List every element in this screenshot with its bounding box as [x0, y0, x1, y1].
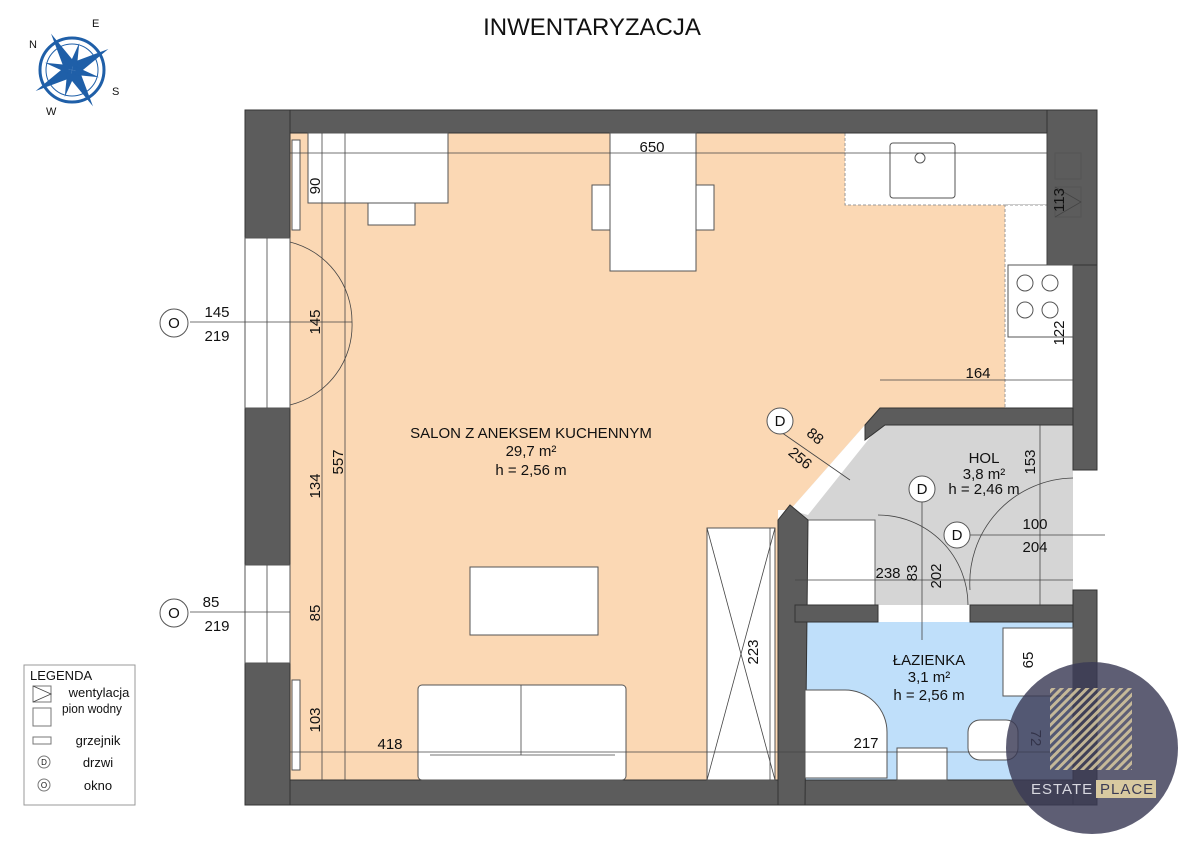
- svg-text:217: 217: [853, 735, 878, 752]
- svg-text:okno: okno: [84, 778, 112, 793]
- svg-text:219: 219: [204, 618, 229, 635]
- dimension-labels: 650 90 113 122 164 145 557 134 85 103 41…: [307, 139, 1068, 753]
- compass-w: W: [46, 106, 57, 118]
- door-tag-1[interactable]: D: [766, 407, 794, 435]
- estate-place-logo: ESTATE PLACE: [1006, 662, 1178, 834]
- svg-text:85: 85: [203, 594, 220, 611]
- legend-pion-wodny: pion wodny: [62, 701, 122, 716]
- plan-title: INWENTARYZACJA: [483, 14, 701, 41]
- window-1[interactable]: [244, 237, 291, 409]
- door-tag-2[interactable]: D: [908, 475, 936, 503]
- window-tag-1[interactable]: O 145 219: [159, 304, 230, 345]
- svg-text:O: O: [41, 781, 47, 790]
- entrance-door[interactable]: [969, 477, 1074, 591]
- svg-text:650: 650: [639, 139, 664, 156]
- svg-text:153: 153: [1022, 449, 1039, 474]
- window-2[interactable]: [244, 564, 291, 664]
- svg-text:83: 83: [904, 565, 921, 582]
- svg-text:103: 103: [307, 707, 324, 732]
- furniture: [307, 132, 1074, 781]
- svg-text:HOL: HOL: [969, 450, 1000, 467]
- svg-text:557: 557: [330, 449, 347, 474]
- svg-text:h = 2,56 m: h = 2,56 m: [495, 462, 566, 479]
- svg-text:h = 2,56 m: h = 2,56 m: [893, 687, 964, 704]
- svg-text:3,8 m²: 3,8 m²: [963, 466, 1006, 483]
- svg-text:145: 145: [204, 304, 229, 321]
- svg-text:164: 164: [965, 365, 990, 382]
- room-label-hol: HOL 3,8 m² h = 2,46 m: [948, 450, 1019, 498]
- svg-text:D: D: [952, 527, 963, 544]
- svg-text:29,7 m²: 29,7 m²: [506, 443, 557, 460]
- svg-text:D: D: [775, 413, 786, 430]
- svg-text:223: 223: [745, 639, 762, 664]
- door-tag-3[interactable]: D: [943, 521, 971, 549]
- svg-text:204: 204: [1022, 539, 1047, 556]
- legend: LEGENDA D O wentylacja pion wodny grzejn…: [23, 664, 136, 806]
- svg-text:202: 202: [928, 563, 945, 588]
- compass-e: E: [92, 18, 99, 30]
- svg-text:90: 90: [307, 178, 324, 195]
- svg-text:LEGENDA: LEGENDA: [30, 668, 92, 683]
- svg-text:100: 100: [1022, 516, 1047, 533]
- svg-text:418: 418: [377, 736, 402, 753]
- window-tag-2[interactable]: O 85 219: [159, 594, 230, 635]
- svg-text:238: 238: [875, 565, 900, 582]
- svg-text:h = 2,46 m: h = 2,46 m: [948, 481, 1019, 498]
- svg-text:ŁAZIENKA: ŁAZIENKA: [893, 652, 966, 669]
- balcony-door[interactable]: [289, 241, 353, 406]
- compass-n: N: [29, 39, 37, 51]
- svg-text:wentylacja: wentylacja: [68, 685, 130, 700]
- svg-text:O: O: [168, 605, 180, 622]
- dimension-lines: [190, 133, 1105, 780]
- svg-text:grzejnik: grzejnik: [76, 733, 121, 748]
- svg-text:3,1 m²: 3,1 m²: [908, 669, 951, 686]
- svg-text:PLACE: PLACE: [1100, 781, 1154, 798]
- svg-text:219: 219: [204, 328, 229, 345]
- room-label-lazienka: ŁAZIENKA 3,1 m² h = 2,56 m: [893, 652, 966, 704]
- hol-closet: [804, 519, 876, 606]
- svg-text:SALON Z ANEKSEM KUCHENNYM: SALON Z ANEKSEM KUCHENNYM: [410, 425, 652, 442]
- bathroom-door[interactable]: [877, 514, 969, 606]
- room-label-salon: SALON Z ANEKSEM KUCHENNYM 29,7 m² h = 2,…: [410, 425, 652, 479]
- svg-text:65: 65: [1020, 652, 1037, 669]
- svg-text:85: 85: [307, 605, 324, 622]
- svg-text:122: 122: [1051, 320, 1068, 345]
- svg-text:D: D: [41, 758, 47, 767]
- svg-text:ESTATE: ESTATE: [1031, 781, 1093, 798]
- compass-s: S: [112, 86, 119, 98]
- svg-text:D: D: [917, 481, 928, 498]
- svg-text:145: 145: [307, 309, 324, 334]
- salon-floor: [290, 133, 1005, 780]
- radiator-icon: [291, 139, 301, 771]
- svg-text:drzwi: drzwi: [83, 755, 113, 770]
- svg-text:113: 113: [1051, 188, 1068, 212]
- compass-icon: N E S W: [29, 18, 119, 118]
- svg-text:134: 134: [307, 473, 324, 498]
- ventilation-icon: [1054, 152, 1082, 218]
- svg-text:O: O: [168, 315, 180, 332]
